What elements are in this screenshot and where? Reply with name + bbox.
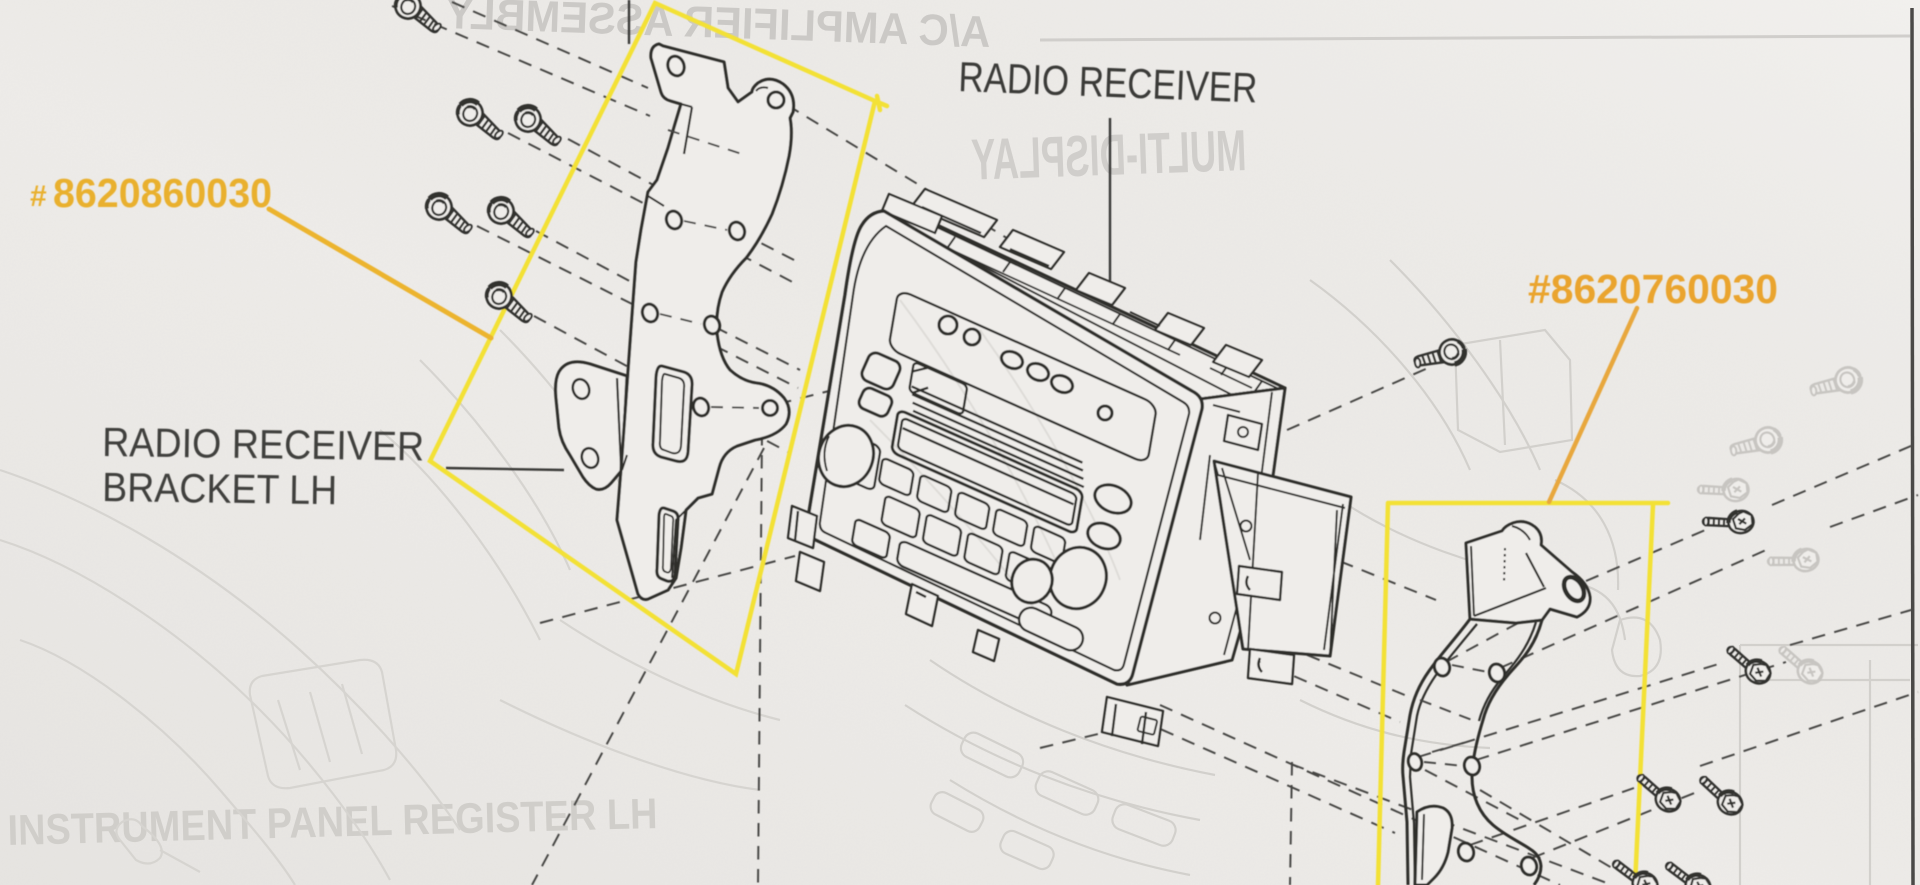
svg-text:RADIO RECEIVER: RADIO RECEIVER <box>102 419 425 469</box>
svg-text:#8620760030: #8620760030 <box>1528 266 1778 312</box>
svg-text:8620860030: 8620860030 <box>53 170 272 216</box>
svg-text:BRACKET LH: BRACKET LH <box>102 464 338 513</box>
svg-text:RADIO RECEIVER: RADIO RECEIVER <box>958 53 1259 111</box>
svg-text:#: # <box>30 180 47 213</box>
